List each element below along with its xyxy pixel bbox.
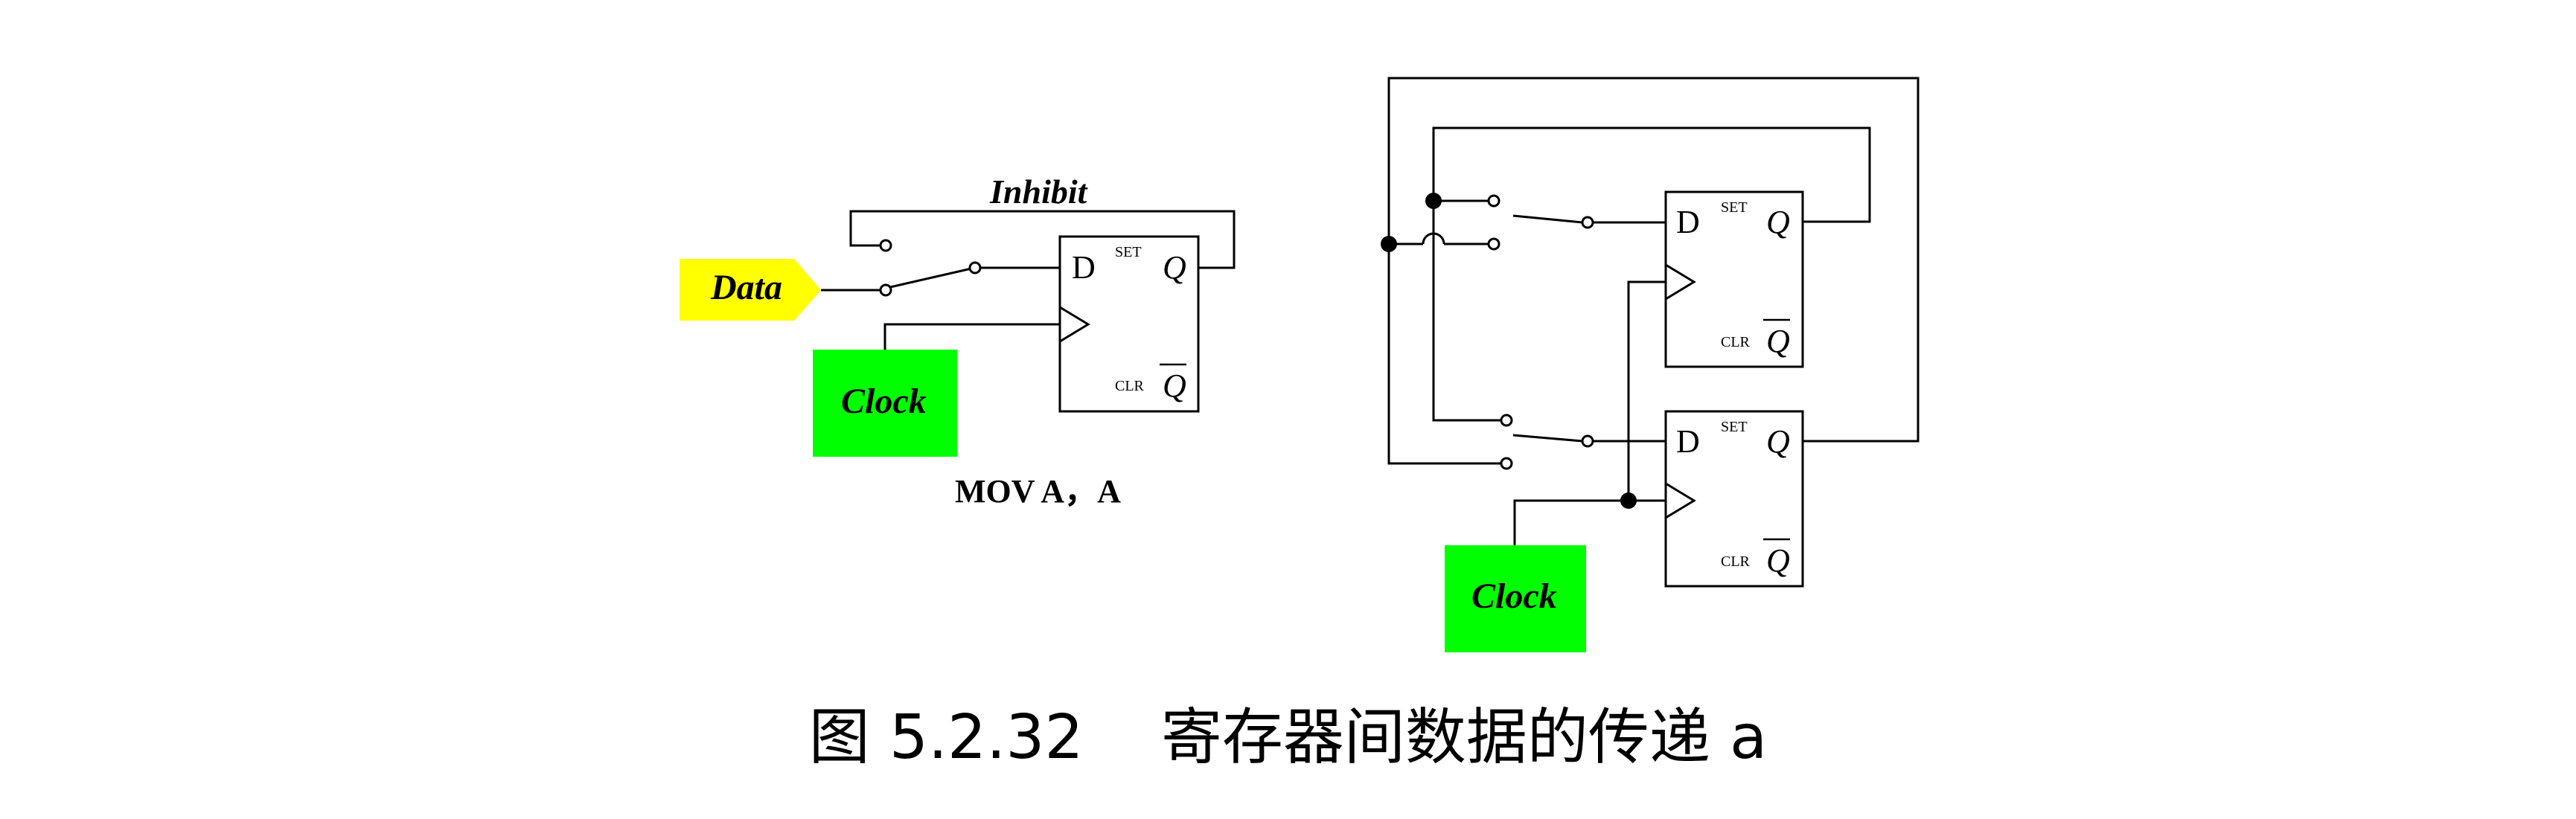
bottom-ff-clr-label: CLR: [1721, 553, 1751, 570]
left-ff-clr-label: CLR: [1115, 378, 1145, 394]
bus-crossover-hop: [1422, 232, 1445, 245]
top-switch-common: [1581, 216, 1594, 229]
bottom-ff-q-label: Q: [1766, 423, 1790, 460]
left-clock-label: Clock: [841, 382, 927, 421]
left-clock-box: [813, 350, 957, 457]
top-ff-set-label: SET: [1721, 199, 1748, 216]
left-ff-set-label: SET: [1115, 244, 1142, 260]
figure-number: 图 5.2.32: [808, 702, 1084, 773]
top-switch-terminal-b: [1487, 237, 1500, 251]
data-tag: [680, 259, 821, 321]
junction-dot-left: [1381, 236, 1397, 252]
bottom-ff-d-label: D: [1676, 423, 1700, 460]
bottom-switch-terminal-b: [1500, 457, 1513, 470]
top-ff-clock-triangle: [1665, 263, 1696, 301]
right-clock-box: [1445, 545, 1586, 652]
switch-blade: [889, 267, 972, 289]
bottom-switch-blade: [1512, 434, 1583, 443]
bottom-switch-common: [1581, 434, 1594, 448]
left-ff-qbar-label: Q: [1163, 367, 1186, 404]
instruction-label: MOV A，A: [955, 473, 1121, 510]
top-ff-d-label: D: [1676, 204, 1700, 240]
outer-feedback-wire: [1387, 77, 1920, 465]
inhibit-label: Inhibit: [989, 173, 1088, 211]
bottom-ff-qbar-label: Q: [1766, 542, 1790, 579]
left-circuit: Data Inhibit D SET Q CLR Q C: [680, 173, 1236, 510]
bottom-flipflop: [1664, 410, 1804, 588]
clock-main-wire: [1513, 499, 1666, 547]
left-flipflop: [1058, 235, 1200, 413]
left-clock-wire: [883, 323, 1060, 350]
clock-to-top-ff-wire: [1627, 280, 1666, 501]
left-ff-d-label: D: [1072, 249, 1096, 286]
top-ff-q-label: Q: [1766, 204, 1790, 240]
top-switch-terminal-a: [1487, 194, 1500, 208]
switch-common-terminal: [879, 283, 892, 297]
bottom-ff-clock-triangle: [1665, 482, 1696, 519]
figure-title: 寄存器间数据的传递 a: [1160, 702, 1768, 773]
switch-inhibit-terminal: [879, 239, 892, 252]
top-ff-clr-label: CLR: [1721, 334, 1751, 350]
clock-junction-dot: [1620, 492, 1637, 509]
left-ff-q-label: Q: [1163, 249, 1186, 286]
figure-caption: 图 5.2.32 寄存器间数据的传递 a: [0, 693, 2576, 783]
top-ff-qbar-label: Q: [1766, 323, 1790, 359]
inner-feedback-wire: [1432, 126, 1871, 422]
bottom-ff-set-label: SET: [1721, 419, 1748, 435]
data-label: Data: [710, 268, 782, 307]
left-ff-clock-triangle: [1059, 306, 1090, 343]
junction-dot-top: [1425, 193, 1442, 209]
caption-gap: [1084, 702, 1161, 773]
right-clock-label: Clock: [1471, 576, 1557, 616]
top-switch-blade: [1512, 214, 1583, 224]
right-circuit: D SET Q CLR Q D SET Q CLR Q Clock: [1381, 77, 1920, 652]
bottom-switch-terminal-a: [1500, 414, 1513, 427]
switch-data-terminal: [968, 261, 982, 274]
inhibit-feedback-wire: [849, 210, 1236, 269]
